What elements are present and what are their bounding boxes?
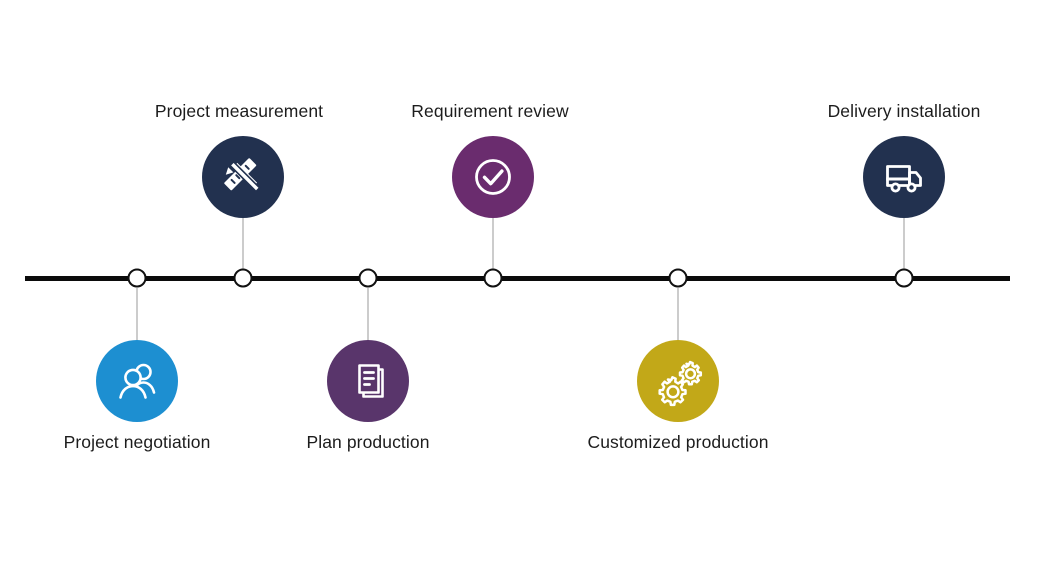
step-label-step-2: Project measurement <box>154 101 324 121</box>
connector-stem-step-5 <box>677 288 679 341</box>
connector-stem-step-3 <box>367 288 369 341</box>
step-icon-gears[interactable] <box>637 340 719 422</box>
timeline-axis <box>25 276 1010 281</box>
step-icon-users[interactable] <box>96 340 178 422</box>
connector-stem-step-2 <box>242 218 244 270</box>
step-label-step-3: Plan production <box>306 432 430 452</box>
step-label-step-6: Delivery installation <box>827 101 981 121</box>
connector-stem-step-6 <box>903 218 905 270</box>
step-icon-check-circle[interactable] <box>452 136 534 218</box>
step-label-step-4: Requirement review <box>411 101 569 121</box>
step-icon-documents[interactable] <box>327 340 409 422</box>
timeline-node-step-3[interactable] <box>358 268 378 288</box>
timeline-node-step-5[interactable] <box>668 268 688 288</box>
connector-stem-step-4 <box>492 218 494 270</box>
step-icon-pencil-ruler[interactable] <box>202 136 284 218</box>
connector-stem-step-1 <box>136 288 138 341</box>
timeline-node-step-1[interactable] <box>127 268 147 288</box>
step-icon-delivery-truck[interactable] <box>863 136 945 218</box>
timeline-node-step-6[interactable] <box>894 268 914 288</box>
timeline-node-step-2[interactable] <box>233 268 253 288</box>
step-label-step-5: Customized production <box>587 432 769 452</box>
step-label-step-1: Project negotiation <box>63 432 211 452</box>
timeline-node-step-4[interactable] <box>483 268 503 288</box>
